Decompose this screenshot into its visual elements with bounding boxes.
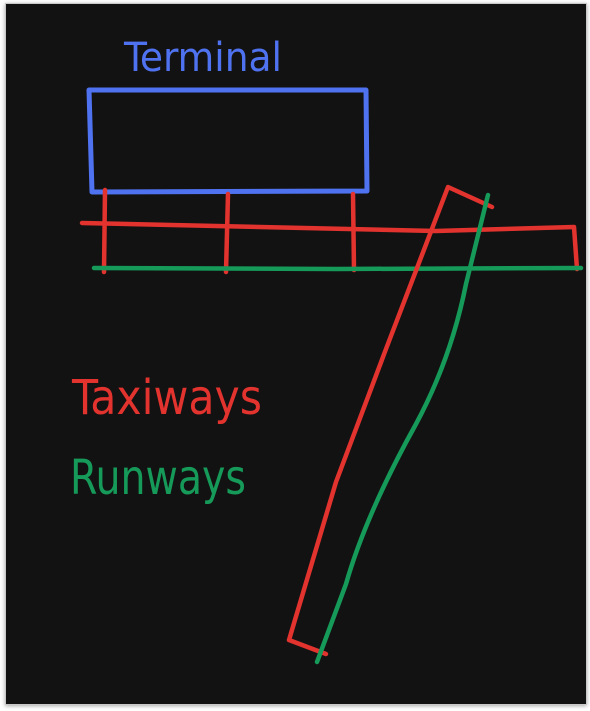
horizontal-runway — [91, 265, 584, 272]
horizontal-taxiway — [79, 220, 580, 272]
airport-sketch: Terminal Taxiways Runways — [70, 35, 584, 665]
diagonal-taxiway — [286, 184, 495, 657]
connector-3 — [350, 191, 357, 273]
legend-taxiways-label: Taxiways — [71, 370, 262, 426]
whiteboard-canvas: Terminal Taxiways Runways — [5, 3, 587, 705]
legend-runways-label: Runways — [70, 450, 246, 506]
terminal-building — [86, 87, 370, 195]
connector-2 — [223, 191, 231, 275]
terminal-connectors — [101, 187, 357, 275]
connector-1 — [101, 187, 108, 275]
terminal-label: Terminal — [123, 35, 282, 81]
diagonal-runway — [314, 192, 491, 665]
